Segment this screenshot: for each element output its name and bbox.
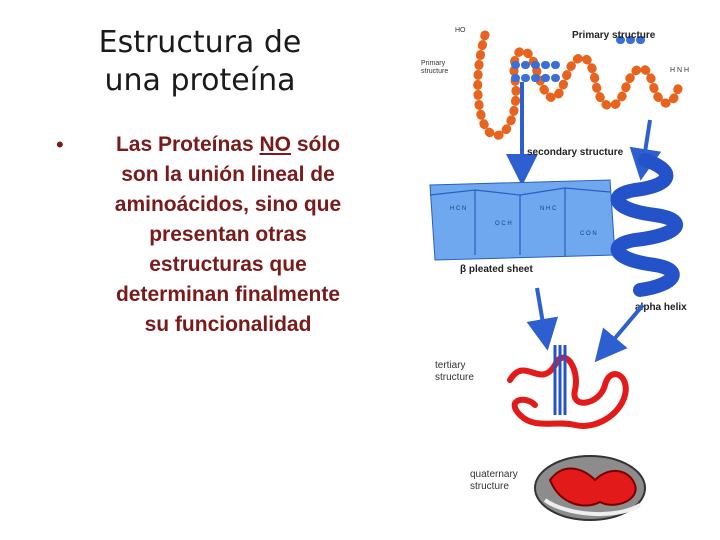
bullet-line-6: determinan finalmente (115, 283, 341, 306)
svg-text:N H C: N H C (540, 206, 557, 212)
protein-structure-diagram: HO H N H Primary structure Primary struc… (421, 27, 689, 521)
bullet-line-5: estructuras que (149, 253, 307, 276)
quaternary-structure (534, 455, 646, 521)
bullet-line-3: aminoácidos, sino que (114, 193, 342, 216)
bullet-line-7: su funcionalidad (144, 313, 312, 336)
bullet-line-1: Las Proteínas NO sólo (74, 130, 382, 160)
secondary-structure-label: secondary structure (527, 147, 624, 158)
bullet-line-4: presentan otras (149, 223, 307, 246)
bullet-line-2: son la unión lineal de (121, 163, 335, 186)
beta-sheet-label: β pleated sheet (460, 264, 533, 275)
alpha-helix (610, 153, 684, 297)
arrow-to-tertiary-left (526, 287, 559, 351)
tertiary-label-2: structure (435, 372, 474, 383)
quaternary-label-2: structure (470, 481, 509, 492)
tertiary-structure (507, 345, 629, 429)
bullet-point: • Las Proteínas NO sólo son la unión lin… (52, 130, 382, 340)
tertiary-label-1: tertiary (435, 360, 466, 371)
beta-pleated-sheet: H C N O C H N H C C O N (429, 179, 616, 261)
svg-text:O C H: O C H (495, 221, 512, 227)
bullet-emphasis-no: NO (259, 133, 292, 156)
slide-title: Estructura de una proteína (50, 24, 350, 100)
primary-side-label-2: structure (421, 68, 448, 75)
bullet-symbol: • (56, 132, 64, 157)
primary-structure-label: Primary structure (572, 30, 656, 41)
ho-label: HO (455, 27, 466, 34)
arrow-to-tertiary-right (594, 303, 645, 363)
svg-text:H C N: H C N (450, 206, 466, 212)
svg-text:C O N: C O N (580, 231, 597, 237)
title-line-1: Estructura de (98, 25, 302, 60)
alpha-helix-label: alpha helix (635, 302, 687, 313)
nh-label: H N H (670, 67, 689, 74)
quaternary-label-1: quaternary (470, 469, 518, 480)
bullet-text: Las Proteínas NO sólo son la unión linea… (74, 130, 382, 340)
bullet-line-1-suffix: sólo (291, 133, 341, 156)
bullet-line-1-prefix: Las Proteínas (115, 133, 260, 156)
primary-side-label-1: Primary (421, 60, 446, 67)
title-line-2: una proteína (104, 63, 296, 98)
primary-structure-chain (473, 30, 685, 140)
